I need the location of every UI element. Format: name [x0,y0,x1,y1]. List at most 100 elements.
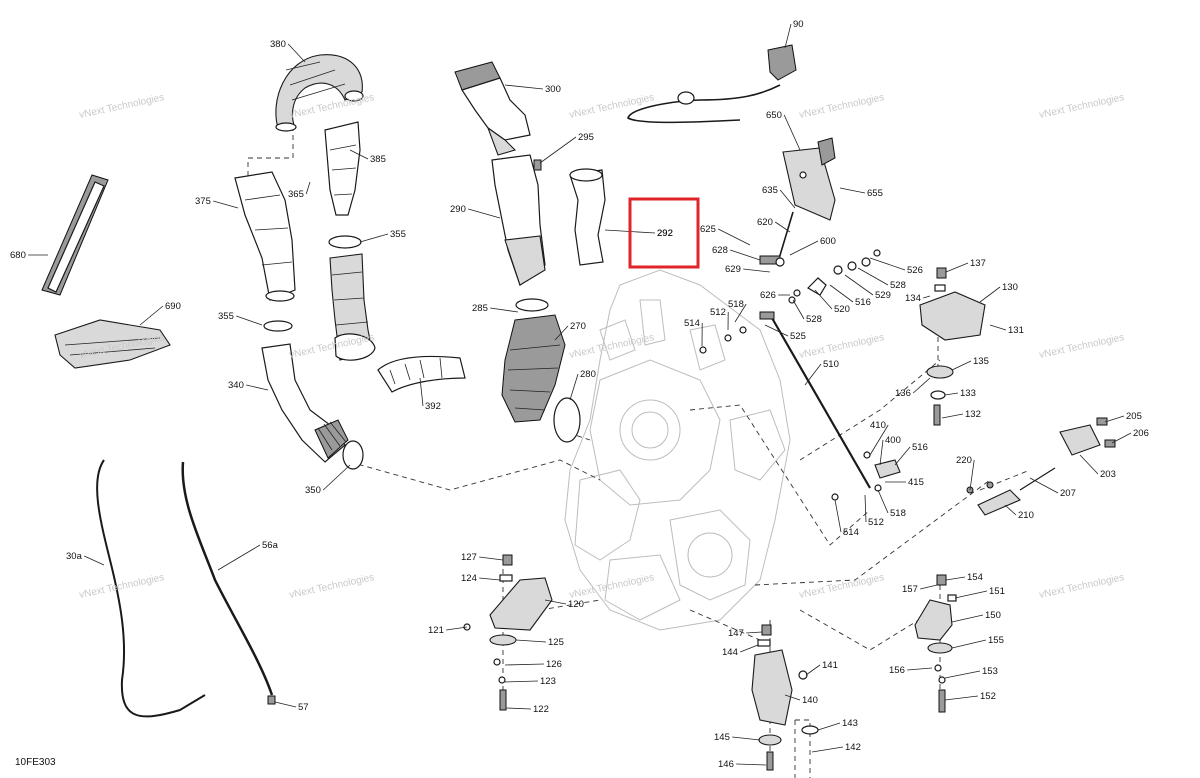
callout-leader-line [951,360,972,371]
callout-number: 300 [545,84,561,95]
callout-number: 132 [965,409,981,420]
engine-block-ghost [564,269,791,631]
callout-leader-line [84,555,105,566]
callout-leader-line [945,576,966,581]
callout-leader-line [479,577,501,581]
callout-leader-line [504,84,544,90]
callout-number: 626 [760,290,776,301]
watermark-text: vNext Technologies [1038,572,1125,601]
callout-leader-line [814,289,833,310]
callout-number: 690 [165,301,181,312]
part-30a-hose [96,459,206,718]
part-680-filter-panel [41,174,109,296]
callout-leader-line [515,639,547,643]
callout-number: 340 [228,380,244,391]
callout-leader-line [746,631,763,634]
callout-number: 56a [262,540,279,551]
part-390-boot [329,253,376,361]
callout-number: 203 [1100,469,1116,480]
callout-number: 516 [912,442,928,453]
part-355-clamp-lower [263,320,293,332]
callout-leader-line [479,556,504,561]
callout-number: 392 [425,401,441,412]
callout-leader-line [912,377,931,394]
callout-number: 130 [1002,282,1018,293]
callout-number: 137 [970,258,986,269]
part-350-clamp [342,440,364,470]
callout-leader-line [274,701,297,708]
callout-number: 156 [889,665,905,676]
callout-number: 518 [890,508,906,519]
callout-number: 625 [700,224,716,235]
callout-leader-line [1079,454,1099,475]
callout-number: 153 [982,666,998,677]
callout-number: 355 [218,311,234,322]
callout-leader-line [804,363,822,386]
callout-number: 143 [842,718,858,729]
callout-leader-line [834,499,842,533]
callout-leader-line [287,43,306,63]
callout-leader-line [879,439,884,466]
callout-leader-line [954,590,988,599]
callout-leader-line [857,267,889,286]
callout-number: 628 [712,245,728,256]
callout-number: 629 [725,264,741,275]
part-510-shift-rod [759,311,871,489]
callout-leader-line [1104,415,1125,423]
callout-number: 57 [298,702,309,713]
callout-leader-line [504,663,545,666]
part-150-mount-bracket [914,574,957,713]
part-130-mount-bracket [919,267,986,341]
part-270-throttle-boot [501,314,566,423]
part-90-shift-cable [627,44,797,124]
part-135-mount-rubber [926,365,954,426]
callout-number: 145 [714,732,730,743]
callout-number: 375 [195,196,211,207]
callout-leader-line [734,303,747,323]
callout-leader-line [569,373,579,401]
callout-number: 126 [546,659,562,670]
callout-number: 121 [428,625,444,636]
part-210-bracket [966,467,1056,516]
callout-leader-line [774,221,791,233]
callout-number: 529 [875,290,891,301]
part-295-screw [533,159,542,171]
callout-number: 290 [450,204,466,215]
callout-number: 528 [890,280,906,291]
callout-number: 400 [885,435,901,446]
callout-number: 510 [823,359,839,370]
callout-number: 280 [580,369,596,380]
part-650-shifter-bracket [782,137,836,221]
callout-leader-line [217,544,261,571]
callout-leader-line [468,208,501,219]
part-392-hose [377,355,466,393]
part-290-duct [491,154,546,287]
part-140-mount-bracket [751,624,819,771]
callout-number: 122 [533,704,549,715]
watermarks: vNext Technologies vNext Technologies vNex… [78,92,1125,601]
callout-leader-line [718,228,751,246]
watermark-text: vNext Technologies [568,92,655,121]
part-375-duct [234,171,296,302]
callout-number: 514 [684,318,700,329]
callout-number: 206 [1133,428,1149,439]
callout-leader-line [945,262,969,273]
callout-leader-line [944,695,979,701]
callout-leader-line [839,187,866,194]
callout-leader-line [446,626,468,631]
part-280-clamp [553,397,581,443]
callout-number: 516 [855,297,871,308]
watermark-text: vNext Technologies [1038,332,1125,361]
part-120-mount-bracket [463,554,553,711]
watermark-text: vNext Technologies [568,332,655,361]
callout-number: 620 [757,217,773,228]
linkage-hardware-right [699,249,901,501]
callout-number: 131 [1008,325,1024,336]
watermark-text: vNext Technologies [288,92,375,121]
callout-leader-line [969,459,975,491]
callout-number: 155 [988,635,1004,646]
callout-leader-line [419,377,424,407]
part-56a-hose [181,461,276,705]
assembly-dashed-lines [247,128,1031,778]
callout-number: 292 [657,228,673,239]
